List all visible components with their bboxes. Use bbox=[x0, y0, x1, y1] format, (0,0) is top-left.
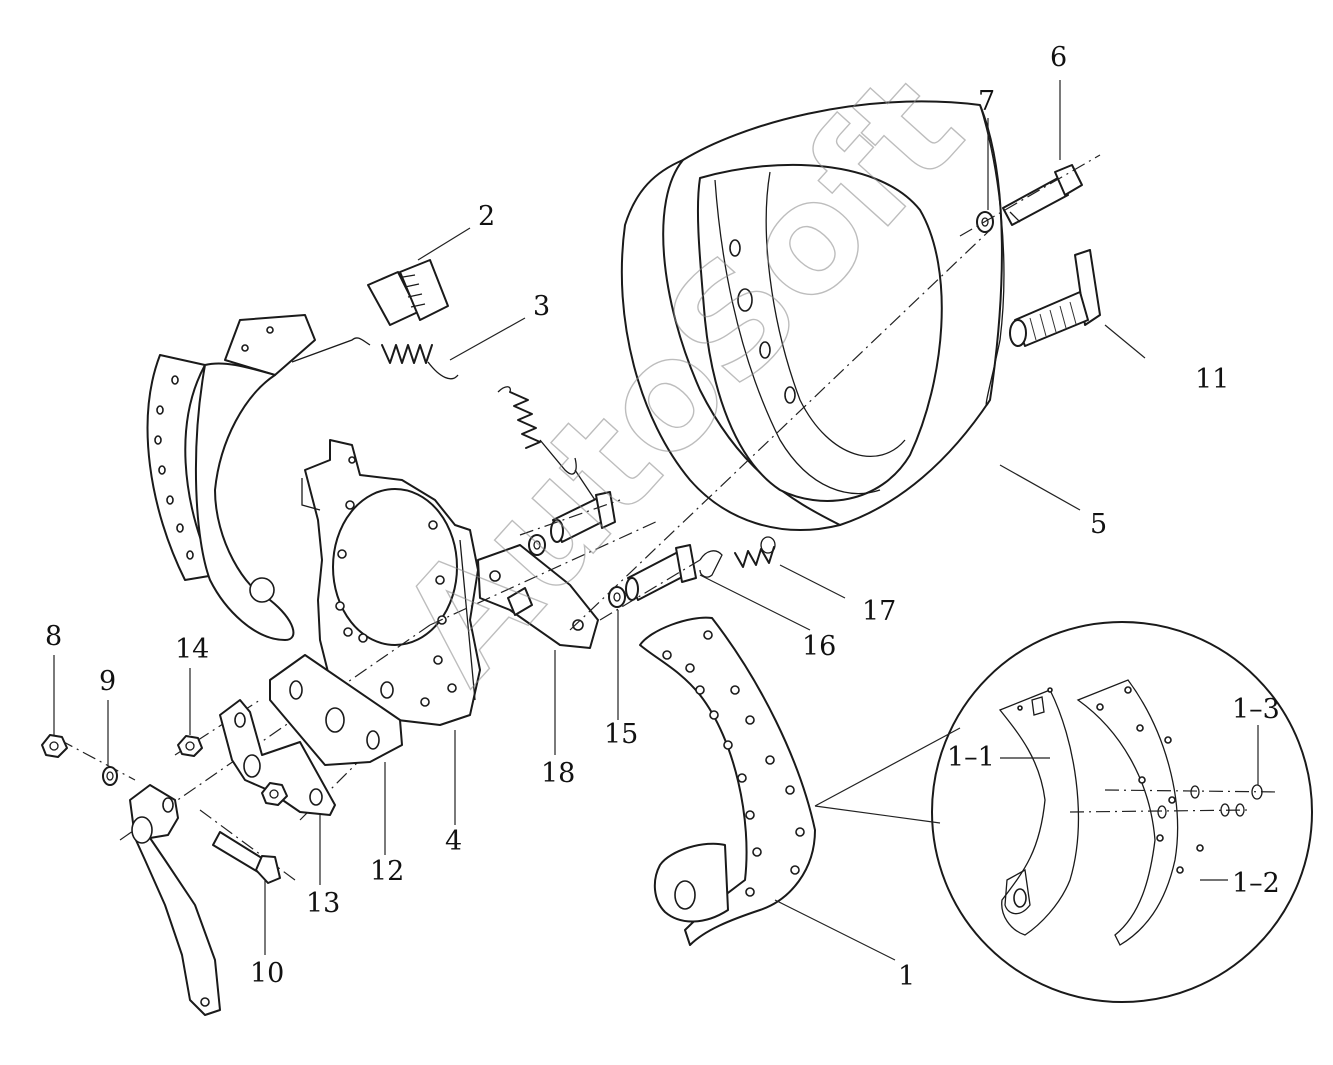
callout-9: 9 bbox=[99, 666, 116, 697]
callout-1: 1 bbox=[898, 961, 915, 992]
callout-1-1: 1–1 bbox=[947, 742, 995, 773]
pin-16 bbox=[625, 544, 697, 601]
spring-3 bbox=[291, 337, 459, 380]
axle-pin-11 bbox=[1009, 249, 1101, 347]
bolt-10 bbox=[212, 831, 281, 884]
washer-9 bbox=[102, 766, 118, 786]
callout-2: 2 bbox=[478, 201, 495, 232]
callout-5: 5 bbox=[1090, 509, 1107, 540]
lever-arm bbox=[129, 784, 221, 1016]
brake-drum bbox=[620, 100, 1005, 531]
callout-18: 18 bbox=[541, 758, 575, 789]
bracket-13 bbox=[219, 699, 336, 816]
adjuster-2 bbox=[367, 259, 449, 326]
backing-plate-4 bbox=[301, 439, 481, 726]
washer-7 bbox=[976, 211, 994, 233]
anchor-plate-18 bbox=[477, 544, 599, 649]
callout-4: 4 bbox=[445, 826, 462, 857]
pin-upper bbox=[550, 491, 616, 543]
nut-8 bbox=[41, 734, 68, 758]
callout-11: 11 bbox=[1195, 364, 1229, 395]
callout-1-2: 1–2 bbox=[1232, 868, 1280, 899]
callout-16: 16 bbox=[802, 631, 836, 662]
washer-upper bbox=[528, 534, 546, 556]
callout-3: 3 bbox=[533, 291, 550, 322]
callout-17: 17 bbox=[862, 596, 896, 627]
callout-6: 6 bbox=[1050, 42, 1067, 73]
leader-lines bbox=[53, 80, 1259, 961]
nut-lower bbox=[261, 782, 288, 806]
detail-view bbox=[814, 621, 1313, 1003]
brake-shoe-upper bbox=[146, 314, 316, 641]
callout-14: 14 bbox=[175, 634, 209, 665]
washer-15 bbox=[608, 586, 626, 608]
bolt-6 bbox=[1002, 164, 1083, 226]
callout-13: 13 bbox=[306, 888, 340, 919]
callout-1-3: 1–3 bbox=[1232, 694, 1280, 725]
spring-middle bbox=[497, 386, 596, 501]
nut-14 bbox=[177, 735, 203, 757]
callout-15: 15 bbox=[604, 719, 638, 750]
callout-7: 7 bbox=[978, 86, 995, 117]
spring-17 bbox=[699, 536, 776, 578]
brake-shoe-lower-1 bbox=[639, 616, 816, 946]
callout-12: 12 bbox=[370, 856, 404, 887]
callout-8: 8 bbox=[45, 621, 62, 652]
callout-10: 10 bbox=[250, 958, 284, 989]
plate-12 bbox=[269, 654, 403, 766]
